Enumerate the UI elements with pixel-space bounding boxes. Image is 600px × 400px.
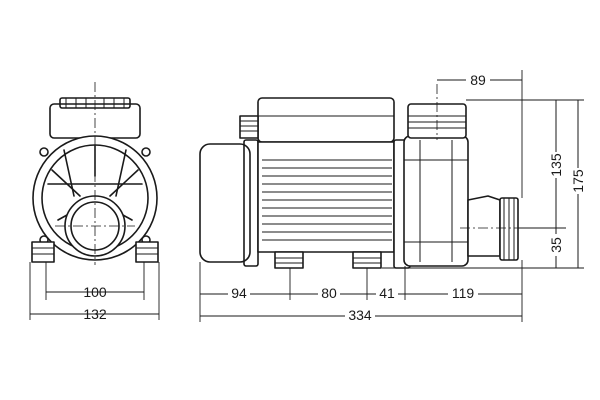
- front-foot-right: [135, 241, 159, 263]
- dim-inlet-height: 35: [548, 237, 564, 253]
- side-view: [199, 84, 528, 269]
- bolt-boss: [141, 147, 151, 157]
- motor-foot-left: [274, 251, 304, 269]
- terminal-box: [257, 97, 395, 143]
- dim-motor-length: 94: [231, 285, 247, 301]
- front-foot-left: [31, 241, 55, 263]
- front-view: [31, 82, 159, 265]
- dim-overall-height: 175: [570, 169, 586, 193]
- dim-outlet-offset: 89: [470, 72, 486, 88]
- side-horizontal-dimensions: 94 80 41 119 334: [199, 260, 523, 323]
- motor-body: [257, 141, 395, 253]
- dim-feet-to-pump: 41: [379, 285, 395, 301]
- dim-outlet-height: 135: [548, 153, 564, 177]
- dim-overall-length: 334: [348, 307, 372, 323]
- cable-gland: [239, 115, 259, 139]
- pump-head: [403, 135, 469, 267]
- side-vertical-dimensions: 135 35 175: [382, 99, 586, 269]
- dim-pump-head-length: 119: [452, 285, 475, 301]
- motor-end-cap: [199, 143, 251, 263]
- motor-foot-right: [352, 251, 382, 269]
- inlet-nozzle: [467, 195, 501, 257]
- dim-front-total-width: 132: [83, 306, 107, 322]
- outlet-offset-dimension: 89: [437, 70, 523, 198]
- dim-feet-spacing: 80: [321, 285, 337, 301]
- front-dimensions: 100 132: [29, 262, 160, 322]
- dim-front-body-width: 100: [83, 284, 107, 300]
- bolt-boss: [39, 147, 49, 157]
